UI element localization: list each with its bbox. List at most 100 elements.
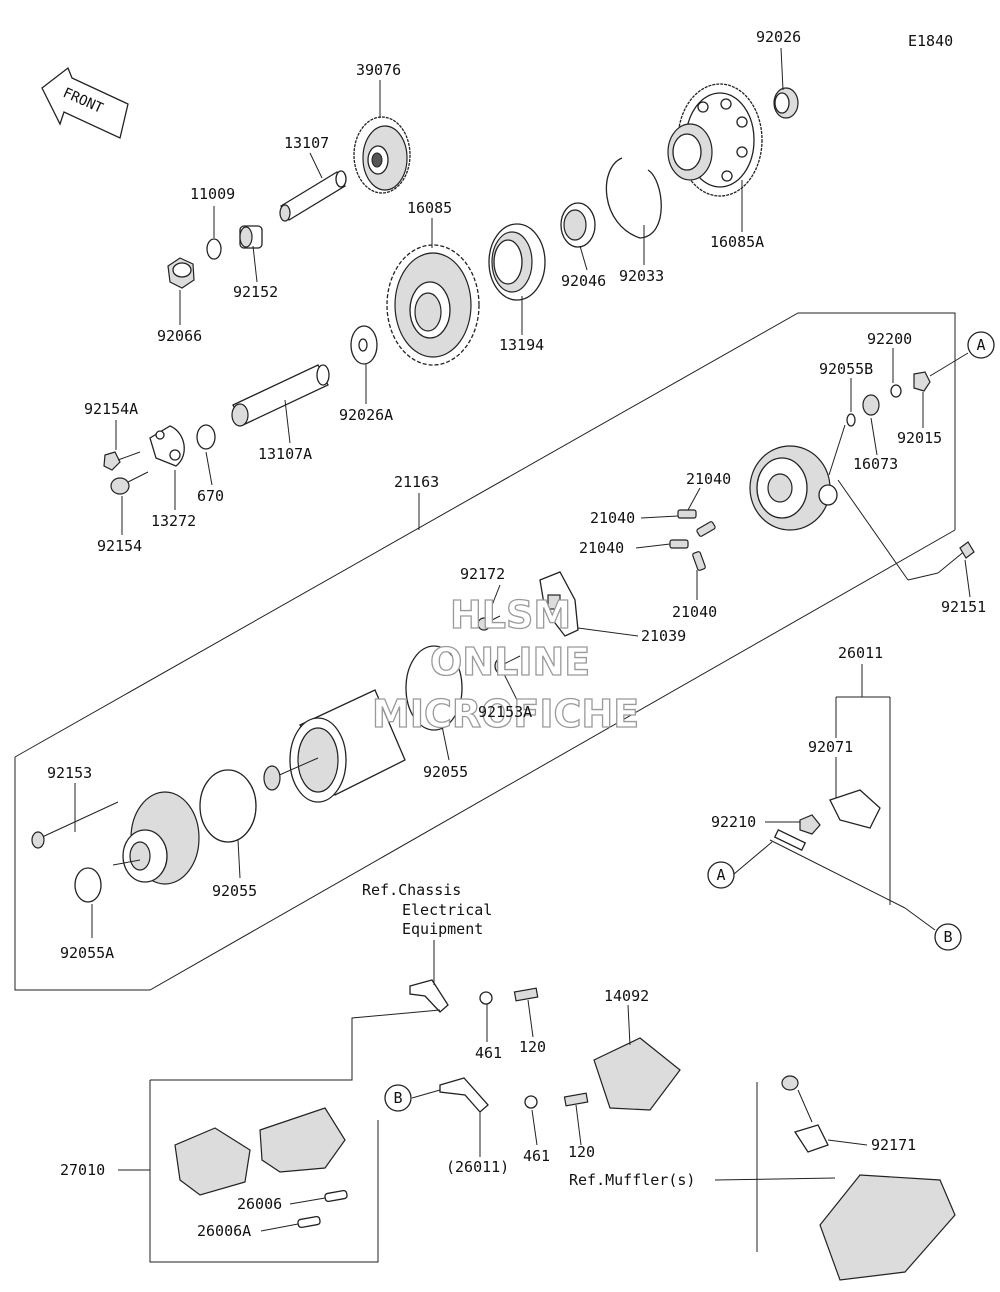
oring-92055B — [846, 413, 856, 427]
label-26006: 26006 — [237, 1195, 282, 1213]
spring-21040 — [669, 509, 716, 571]
screw-92172 — [477, 615, 501, 631]
relay-27010 — [174, 1107, 348, 1229]
label-11009: 11009 — [190, 185, 235, 203]
svg-text:A: A — [976, 336, 985, 354]
bolt-92154 — [110, 471, 149, 495]
label-27010: 27010 — [60, 1161, 105, 1179]
label-92172: 92172 — [460, 565, 505, 583]
label-92026: 92026 — [756, 28, 801, 46]
label-92153A: 92153A — [478, 703, 532, 721]
front-cover — [122, 791, 200, 885]
gear-16085 — [386, 244, 480, 366]
oring-92055-upper — [405, 645, 463, 731]
label-92152: 92152 — [233, 283, 278, 301]
washer-92026A — [350, 325, 378, 365]
ref-chassis-line1: Ref.Chassis — [362, 881, 461, 899]
nut-92015 — [913, 371, 931, 392]
bolt-92153 — [31, 801, 119, 849]
label-92151: 92151 — [941, 598, 986, 616]
svg-text:ONLINE: ONLINE — [430, 640, 590, 684]
label-21040-d: 21040 — [672, 603, 717, 621]
label-92066: 92066 — [157, 327, 202, 345]
label-120-b: 120 — [568, 1143, 595, 1161]
label-13272: 13272 — [151, 512, 196, 530]
cover-14092 — [593, 1037, 681, 1111]
leader-lines — [74, 47, 971, 1232]
callout-B-left: B — [384, 1084, 412, 1112]
shaft-13107A — [231, 364, 330, 427]
label-26011: 26011 — [838, 644, 883, 662]
label-92171: 92171 — [871, 1136, 916, 1154]
gear-39076 — [353, 116, 411, 194]
callout-A-bottom: A — [707, 861, 735, 889]
shaft-13107 — [279, 170, 347, 222]
label-92200: 92200 — [867, 330, 912, 348]
label-92210: 92210 — [711, 813, 756, 831]
label-21040-c: 21040 — [579, 539, 624, 557]
plug-92066 — [167, 257, 195, 289]
callout-B-right: B — [934, 923, 962, 951]
bearing-92046 — [560, 202, 596, 248]
label-21039: 21039 — [641, 627, 686, 645]
oring-670 — [196, 424, 216, 450]
washer-11009 — [206, 238, 222, 260]
svg-text:B: B — [943, 928, 952, 946]
chassis-terminal — [409, 979, 539, 1013]
label-16085A: 16085A — [710, 233, 764, 251]
label-670: 670 — [197, 487, 224, 505]
oring-92055-lower — [199, 769, 257, 843]
label-92055B: 92055B — [819, 360, 873, 378]
ref-muffler: Ref.Muffler(s) — [569, 1171, 695, 1189]
label-92071: 92071 — [808, 738, 853, 756]
gear-16085A — [667, 83, 763, 197]
collar-92152 — [239, 225, 263, 249]
brush-holder-21039 — [539, 571, 579, 637]
oring-92055A — [74, 867, 102, 903]
frame-21163 — [14, 312, 956, 758]
collar-16073 — [862, 394, 880, 416]
armature-yoke — [263, 689, 406, 803]
label-461-a: 461 — [475, 1044, 502, 1062]
svg-text:B: B — [393, 1089, 402, 1107]
label-92055A: 92055A — [60, 944, 114, 962]
callout-A-top: A — [967, 331, 995, 359]
washer-92200 — [890, 384, 902, 398]
bolt-92151 — [937, 541, 975, 574]
ref-chassis-line2: Electrical — [402, 901, 492, 919]
svg-text:MICROFICHE: MICROFICHE — [372, 692, 639, 736]
ref-chassis-line3: Equipment — [402, 920, 483, 938]
label-92046: 92046 — [561, 272, 606, 290]
label-92055-lower: 92055 — [212, 882, 257, 900]
label-92033: 92033 — [619, 267, 664, 285]
label-16085: 16085 — [407, 199, 452, 217]
label-16073: 16073 — [853, 455, 898, 473]
bolt-92154A — [103, 451, 141, 471]
front-arrow-icon: FRONT — [41, 66, 129, 139]
label-92015: 92015 — [897, 429, 942, 447]
frame-27010 — [149, 1080, 379, 1263]
label-21040-b: 21040 — [590, 509, 635, 527]
cable-26011 — [769, 789, 906, 909]
plate-13272 — [149, 425, 185, 467]
label-21163: 21163 — [394, 473, 439, 491]
screw-92153A — [494, 655, 521, 674]
label-92026A: 92026A — [339, 406, 393, 424]
clutch-13194 — [488, 223, 546, 301]
label-13107A: 13107A — [258, 445, 312, 463]
label-92153: 92153 — [47, 764, 92, 782]
label-461-b: 461 — [523, 1147, 550, 1165]
label-92154A: 92154A — [84, 400, 138, 418]
label-92154: 92154 — [97, 537, 142, 555]
svg-text:HLSM: HLSM — [450, 593, 571, 637]
label-26006A: 26006A — [197, 1222, 251, 1240]
label-26011-ref: (26011) — [446, 1158, 509, 1176]
lead-26011 — [439, 1077, 589, 1113]
label-92055-upper: 92055 — [423, 763, 468, 781]
circlip-92033 — [605, 157, 662, 239]
label-39076: 39076 — [356, 61, 401, 79]
label-13194: 13194 — [499, 336, 544, 354]
svg-text:A: A — [716, 866, 725, 884]
